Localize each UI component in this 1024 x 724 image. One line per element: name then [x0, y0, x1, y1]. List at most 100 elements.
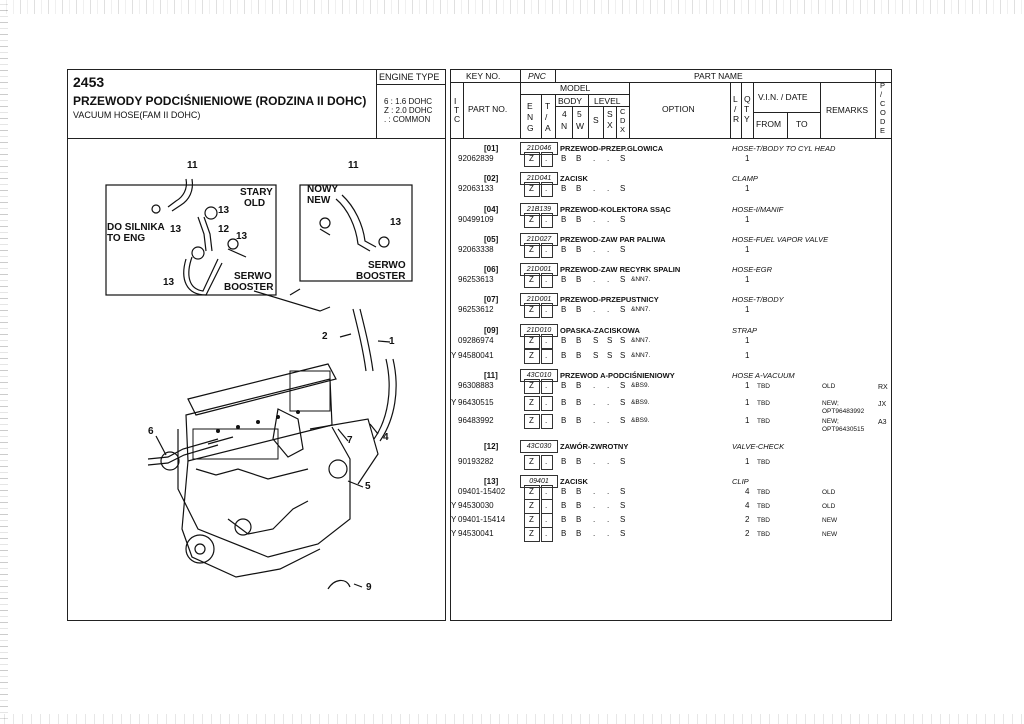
cell-box — [524, 349, 540, 364]
body-4n: B — [561, 351, 567, 360]
cell-box — [541, 303, 553, 318]
eng-code: Z — [529, 487, 534, 496]
col-model: MODEL — [560, 83, 591, 93]
level-sx: . — [607, 381, 610, 390]
body-5w: B — [576, 501, 582, 510]
col-itc: I — [454, 96, 457, 106]
cell-box — [524, 303, 540, 318]
callout-9: 9 — [366, 582, 372, 593]
cell-box — [524, 243, 540, 258]
body-4n: B — [561, 515, 567, 524]
part-number: 96253613 — [458, 275, 494, 284]
level-sx: . — [607, 529, 610, 538]
remark-extra: OPT96483992 — [822, 408, 865, 415]
label-nowy: NOWY — [307, 184, 339, 195]
level-sx: . — [607, 515, 610, 524]
cell-box — [524, 152, 540, 167]
col-ta: / — [545, 112, 548, 122]
level-cdx: S — [620, 487, 626, 496]
callout-5: 5 — [365, 481, 371, 492]
callout-4: 4 — [383, 432, 389, 443]
key-no: [12] — [484, 442, 499, 451]
level-cdx: S — [620, 398, 626, 407]
callout-13: 13 — [218, 205, 230, 216]
level-sx: . — [607, 501, 610, 510]
itc-flag: Y — [451, 501, 457, 510]
vin-from: TBD — [757, 418, 770, 425]
level-cdx: S — [620, 351, 626, 360]
callout-11: 11 — [348, 160, 359, 171]
col-itc: C — [454, 114, 461, 124]
body-4n: B — [561, 501, 567, 510]
remark: NEW; — [822, 418, 839, 425]
callout-12: 12 — [218, 224, 230, 235]
option-code: &NN7. — [631, 352, 651, 359]
body-5w: B — [576, 487, 582, 496]
level-cdx: S — [620, 381, 626, 390]
cell-box — [541, 379, 553, 394]
engine-type-label: ENGINE TYPE — [379, 72, 440, 82]
ta-code: . — [545, 184, 548, 193]
part-name-en: HOSE-FUEL VAPOR VALVE — [732, 235, 829, 244]
eng-code: Z — [529, 275, 534, 284]
level-s: . — [593, 529, 596, 538]
ta-code: . — [545, 501, 548, 510]
eng-code: Z — [529, 184, 534, 193]
label-stary: STARY — [240, 187, 273, 198]
key-no: [09] — [484, 326, 499, 335]
level-cdx: S — [620, 336, 626, 345]
cell-box — [524, 527, 540, 542]
ta-code: . — [545, 416, 548, 425]
col-vin-date: V.I.N. / DATE — [758, 92, 808, 102]
ta-code: . — [545, 529, 548, 538]
label-booster: BOOSTER — [224, 282, 274, 293]
vin-from: TBD — [757, 459, 770, 466]
level-cdx: S — [620, 529, 626, 538]
col-lr: R — [733, 114, 740, 124]
col-part-name: PART NAME — [694, 71, 743, 81]
body-4n: B — [561, 275, 567, 284]
level-sx: S — [607, 351, 613, 360]
cell-box — [541, 455, 553, 470]
page-title: PRZEWODY PODCIŚNIENIOWE (RODZINA II DOHC… — [73, 94, 367, 108]
col-body-w: W — [576, 121, 585, 131]
col-key-no: KEY NO. — [466, 71, 501, 81]
level-s: . — [593, 515, 596, 524]
eng-code: Z — [529, 154, 534, 163]
col-from: FROM — [756, 119, 782, 129]
part-name-en: CLAMP — [732, 174, 758, 183]
level-sx: . — [607, 245, 610, 254]
eng-code: Z — [529, 416, 534, 425]
part-number: 09401-15414 — [458, 515, 506, 524]
body-5w: B — [576, 351, 582, 360]
col-itc: T — [454, 105, 460, 115]
level-s: . — [593, 381, 596, 390]
level-cdx: S — [620, 154, 626, 163]
level-s: . — [593, 457, 596, 466]
col-level-sx: S — [607, 109, 613, 119]
cell-box — [541, 527, 553, 542]
cell-box — [541, 243, 553, 258]
option-code: &BS9. — [631, 417, 650, 424]
body-4n: B — [561, 398, 567, 407]
vin-from: TBD — [757, 503, 770, 510]
body-4n: B — [561, 487, 567, 496]
itc-flag: Y — [451, 529, 457, 538]
vin-from: TBD — [757, 383, 770, 390]
cell-box — [541, 182, 553, 197]
remark: NEW — [822, 531, 838, 538]
ta-code: . — [545, 398, 548, 407]
level-sx: . — [607, 457, 610, 466]
part-number: 09401-15402 — [458, 487, 506, 496]
quantity: 1 — [745, 351, 750, 360]
body-5w: B — [576, 275, 582, 284]
part-name-en: CLIP — [732, 477, 749, 486]
remark: NEW — [822, 517, 838, 524]
body-5w: B — [576, 381, 582, 390]
level-cdx: S — [620, 305, 626, 314]
col-level-sx: X — [607, 120, 613, 130]
level-cdx: S — [620, 416, 626, 425]
option-code: &NN7. — [631, 276, 651, 283]
product-code: RX — [878, 384, 888, 391]
level-s: . — [593, 275, 596, 284]
